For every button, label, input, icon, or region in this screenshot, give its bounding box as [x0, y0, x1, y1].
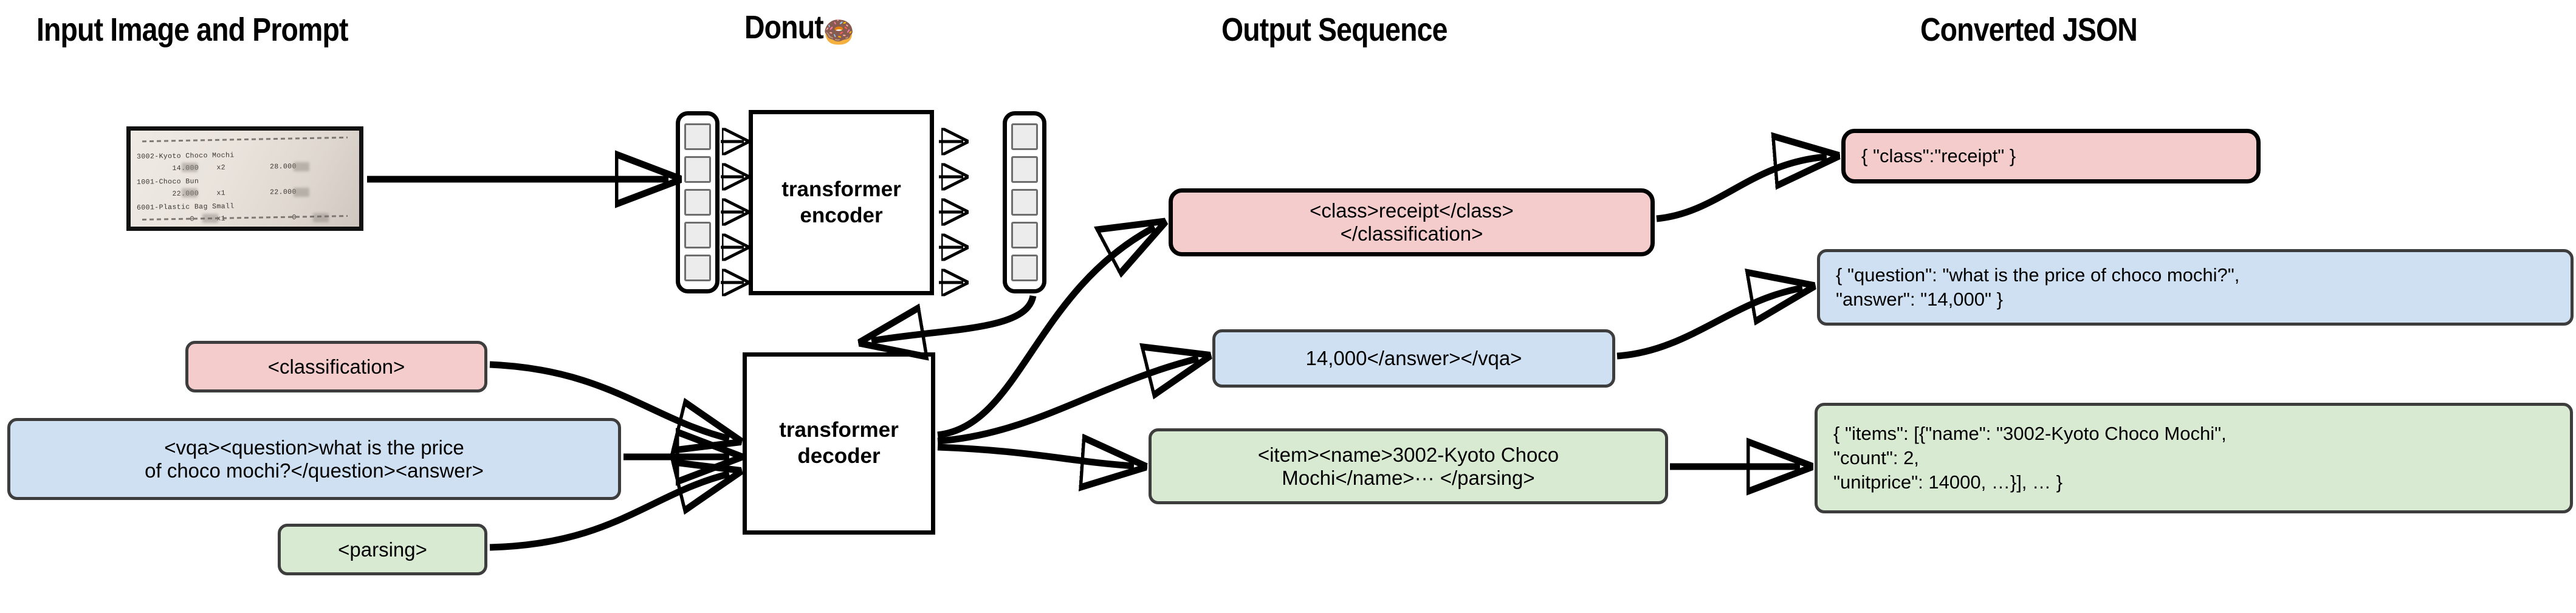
json-box-vqa[interactable]: { "question": "what is the price of choc… — [1817, 249, 2574, 326]
redaction-mask — [294, 162, 309, 171]
encoder-input-token-strip — [676, 111, 720, 293]
token-square — [1011, 222, 1038, 248]
json-box-classification[interactable]: { "class":"receipt" } — [1841, 129, 2261, 183]
encoder-output-token-strip — [1003, 111, 1046, 293]
receipt-line: 1001-Choco Bun — [136, 177, 199, 187]
model-title-text: Donut — [744, 9, 824, 46]
token-square — [1011, 123, 1038, 150]
output-box-answer[interactable]: 14,000</answer></vqa> — [1212, 329, 1615, 388]
receipt-dashed-rule-top — [142, 136, 348, 143]
redaction-mask — [313, 213, 329, 222]
token-square — [1011, 189, 1038, 216]
token-square — [684, 123, 711, 150]
transformer-decoder-block: transformer decoder — [743, 352, 935, 535]
receipt-line: 3002-Kyoto Choco Mochi — [136, 151, 235, 161]
column-title-output: Output Sequence — [1221, 12, 1448, 48]
token-square — [684, 156, 711, 183]
token-square — [684, 222, 711, 248]
column-title-input: Input Image and Prompt — [36, 12, 348, 48]
arrow-encoder-to-decoder — [871, 295, 1037, 341]
redaction-mask — [182, 188, 197, 197]
token-square — [684, 255, 711, 281]
donut-icon: 🍩 — [823, 16, 854, 49]
receipt-line: 14.000 x2 28.000 — [136, 162, 297, 173]
column-title-json: Converted JSON — [1920, 12, 2138, 48]
column-title-model: Donut🍩 — [744, 11, 854, 47]
token-square — [1011, 255, 1038, 281]
receipt-line: 22.000 x1 22.000 — [136, 188, 297, 199]
output-box-parsing[interactable]: <item><name>3002-Kyoto Choco Mochi</name… — [1149, 428, 1668, 504]
token-square — [684, 189, 711, 216]
arrow-decoder-to-parsing-output — [937, 447, 1134, 466]
transformer-encoder-block: transformer encoder — [749, 110, 934, 295]
token-square — [1011, 156, 1038, 183]
receipt-line: 6001-Plastic Bag Small — [136, 202, 235, 212]
json-box-parsing[interactable]: { "items": [{"name": "3002-Kyoto Choco M… — [1815, 403, 2573, 513]
output-box-classification[interactable]: <class>receipt</class> </classification> — [1169, 188, 1655, 256]
redaction-mask — [294, 188, 309, 197]
receipt-photo: 3002-Kyoto Choco Mochi 14.000 x2 28.000 … — [126, 126, 363, 231]
arrow-class-output-to-json — [1656, 157, 1827, 222]
redaction-mask — [182, 163, 197, 172]
arrow-answer-output-to-json — [1616, 288, 1802, 360]
prompt-box-classification[interactable]: <classification> — [185, 341, 487, 392]
prompt-box-parsing[interactable]: <parsing> — [278, 524, 487, 575]
prompt-box-vqa[interactable]: <vqa><question>what is the price of choc… — [7, 418, 621, 500]
